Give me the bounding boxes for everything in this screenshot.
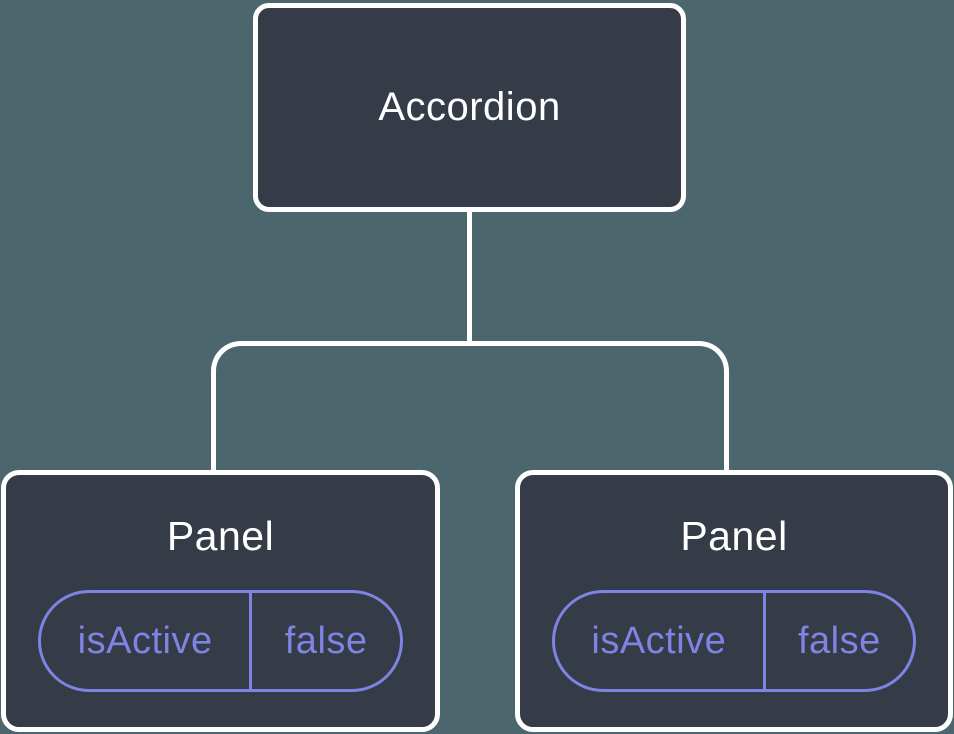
state-value: false: [797, 619, 881, 662]
panel-node-left: Panel isActive false: [1, 470, 440, 732]
state-key: isActive: [41, 593, 253, 689]
state-value: false: [284, 619, 368, 662]
state-pill: isActive false: [38, 590, 403, 692]
accordion-node: Accordion: [253, 3, 686, 212]
connector-stem: [467, 212, 472, 346]
state-pill: isActive false: [552, 590, 916, 692]
accordion-node-label: Accordion: [378, 85, 561, 129]
panel-node-right: Panel isActive false: [515, 470, 953, 732]
panel-node-label: Panel: [166, 513, 275, 559]
connector-bracket: [211, 341, 729, 470]
panel-node-label: Panel: [680, 513, 788, 559]
state-key: isActive: [555, 593, 766, 689]
